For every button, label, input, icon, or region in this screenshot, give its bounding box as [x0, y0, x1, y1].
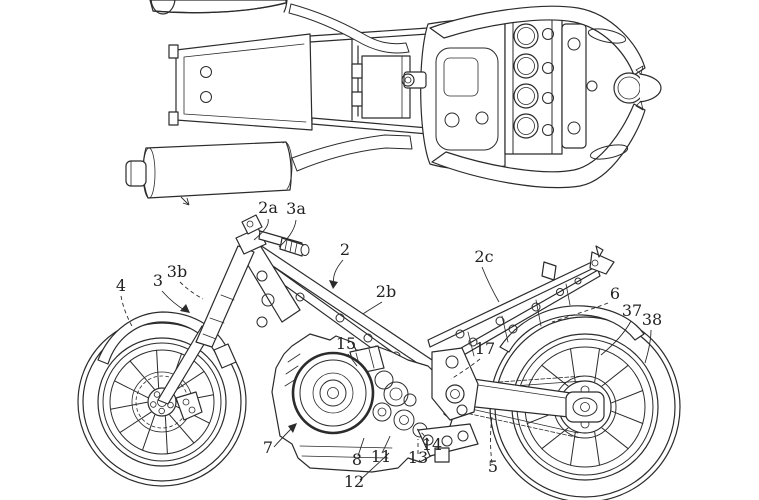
lower-exhaust-pipe: [291, 134, 413, 172]
seat-rail: [427, 245, 615, 368]
swingarm: [465, 377, 605, 423]
view-direction-arrow: [180, 196, 190, 206]
ref-label-2: 2: [340, 240, 350, 259]
upper-exhaust-pipe: [288, 3, 410, 54]
ref-label-11: 11: [371, 447, 391, 466]
ref-label-6: 6: [610, 284, 620, 303]
ref-label-37: 37: [622, 301, 642, 320]
reference-labels: 2a 3a 2 2b 2c 3 3b 4 15 17 6 37 38 7 8 1…: [116, 196, 662, 491]
ref-label-38: 38: [642, 310, 662, 329]
side-elevation-view: [77, 214, 681, 500]
ref-label-3: 3: [153, 271, 163, 290]
engine-mount-bracket: [417, 423, 479, 463]
front-fork: [157, 245, 255, 405]
handlebar-assembly: [235, 214, 310, 257]
pivot-plate: [431, 347, 479, 421]
lower-muffler: [125, 141, 293, 199]
steering-head-nose: [639, 73, 662, 103]
ref-label-4: 4: [116, 276, 126, 295]
frame-rails-top-view: [309, 27, 429, 135]
main-frame-top-view: [429, 5, 662, 189]
intake-ports: [513, 23, 539, 139]
ref-label-8: 8: [352, 450, 362, 469]
ref-label-3b: 3b: [167, 262, 187, 281]
tail-box: [168, 33, 313, 131]
ref-label-5: 5: [488, 457, 498, 476]
ref-label-12: 12: [344, 472, 364, 491]
rear-fender: [499, 305, 645, 353]
upper-muffler: [149, 0, 288, 15]
ref-label-2a: 2a: [258, 198, 278, 217]
ref-label-13: 13: [408, 448, 428, 467]
seat-rail-bracket-top-view: [351, 55, 411, 119]
engine: [271, 333, 479, 473]
front-brake-caliper: [175, 391, 203, 421]
leader-lines: [120, 196, 652, 481]
ref-label-3a: 3a: [286, 199, 306, 218]
engine-top-view: [401, 15, 598, 170]
ref-label-2c: 2c: [474, 247, 493, 266]
ref-label-17: 17: [475, 339, 495, 358]
ref-label-2b: 2b: [376, 282, 396, 301]
front-fender: [97, 311, 237, 369]
seat-bracket: [541, 261, 557, 281]
clutch-cover: [291, 351, 375, 435]
ref-label-14: 14: [422, 435, 442, 454]
ref-label-15: 15: [336, 334, 356, 353]
head-bolts: [542, 28, 554, 136]
top-plan-view: [125, 0, 662, 199]
ref-label-7: 7: [263, 438, 273, 457]
seat-rail-bolts: [455, 277, 582, 347]
gear-train: [372, 370, 428, 438]
